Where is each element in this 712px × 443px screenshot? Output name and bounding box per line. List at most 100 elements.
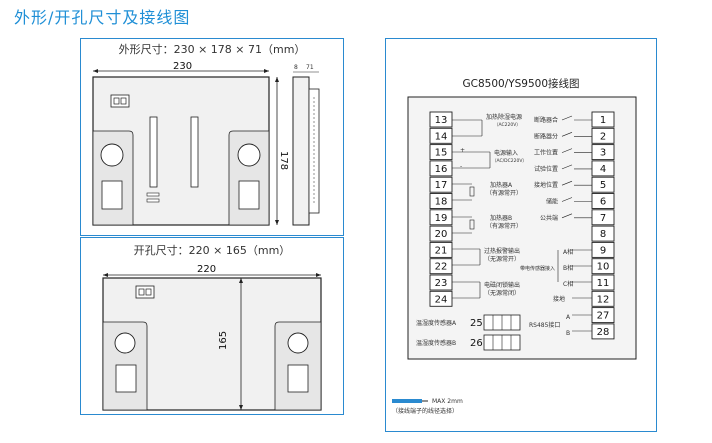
cutout-height-label: 165 bbox=[218, 331, 229, 350]
cutout-left-indicator bbox=[115, 364, 137, 393]
right-terminal bbox=[591, 144, 615, 161]
outline-caption: 外形尺寸：230 × 178 × 71（mm） bbox=[118, 43, 306, 56]
rs485-label: RS485接口 bbox=[529, 321, 560, 329]
left-terminal-number: 16 bbox=[435, 164, 448, 175]
wiring-drawing: GC8500/YS9500接线图 13141516171819202122232… bbox=[392, 77, 637, 415]
sensor-b-connector bbox=[483, 334, 521, 351]
right-signal-label: 试验位置 bbox=[534, 165, 558, 173]
switch-contact bbox=[561, 197, 573, 202]
wire-gauge-icon bbox=[392, 399, 422, 403]
right-terminal bbox=[591, 176, 615, 193]
right-terminal bbox=[591, 290, 615, 307]
right-terminal-number: 3 bbox=[600, 148, 606, 159]
left-terminal-number: 19 bbox=[435, 213, 448, 224]
right-terminal-number: 7 bbox=[600, 213, 606, 224]
outline-side-view bbox=[292, 76, 310, 226]
right-terminal-number: 9 bbox=[600, 245, 606, 256]
left-terminal bbox=[429, 258, 453, 275]
left-terminal-number: 14 bbox=[435, 131, 448, 142]
ground-label: 接地 bbox=[553, 295, 565, 303]
sensor-a-port: 25 bbox=[470, 318, 483, 329]
power-input-sub: （AC/DC220V） bbox=[492, 158, 527, 164]
right-terminal-number: 8 bbox=[600, 229, 606, 240]
heater-b-sub: （有源常开） bbox=[486, 222, 522, 230]
right-terminal-number: 4 bbox=[600, 164, 606, 175]
phase-c-label: C相 bbox=[563, 280, 573, 288]
right-terminal-number: 10 bbox=[597, 262, 610, 273]
right-terminal-number: 6 bbox=[600, 197, 606, 208]
cutout-caption: 开孔尺寸：220 × 165（mm） bbox=[133, 244, 291, 257]
em-lock-sub: （无源常闭） bbox=[484, 289, 520, 297]
left-terminal bbox=[429, 160, 453, 177]
right-terminal bbox=[591, 225, 615, 242]
page-title: 外形/开孔尺寸及接线图 bbox=[14, 8, 191, 27]
side-depth-label: 71 bbox=[306, 64, 314, 71]
switch-contact bbox=[561, 148, 573, 153]
switch-contact bbox=[561, 132, 573, 137]
switch-contact bbox=[561, 115, 573, 121]
left-terminal-number: 15 bbox=[435, 148, 448, 159]
wire-note-max: MAX 2mm bbox=[432, 398, 463, 405]
side-top-label: 8 bbox=[294, 64, 298, 71]
left-terminal bbox=[429, 111, 453, 128]
heater-a-label: 加热器A bbox=[490, 181, 513, 189]
left-terminal-number: 24 bbox=[435, 294, 448, 305]
left-terminal-number: 22 bbox=[435, 262, 448, 273]
em-lock-label: 电磁闭锁输出 bbox=[484, 281, 520, 289]
left-terminal-number: 21 bbox=[435, 245, 448, 256]
phase-b-label: B相 bbox=[563, 264, 573, 272]
right-terminal-number: 28 bbox=[597, 327, 610, 338]
left-terminal-number: 13 bbox=[435, 115, 448, 126]
left-indicator bbox=[101, 180, 123, 210]
sensor-b-port: 26 bbox=[470, 338, 483, 349]
cutout-right-knob bbox=[287, 332, 309, 354]
outline-dimensions-panel: 外形尺寸：230 × 178 × 71（mm） 230 178 bbox=[80, 38, 344, 236]
right-terminal bbox=[591, 127, 615, 144]
switch-contact bbox=[561, 164, 573, 170]
rs485-b-label: B bbox=[566, 330, 570, 337]
right-terminal bbox=[591, 274, 615, 291]
phase-a-label: A相 bbox=[563, 248, 573, 256]
right-terminal-number: 11 bbox=[597, 278, 610, 289]
right-signal-label: 接地位置 bbox=[534, 181, 558, 189]
power-plus-label: + bbox=[460, 147, 465, 154]
wiring-title: GC8500/YS9500接线图 bbox=[462, 77, 579, 90]
overheat-alarm-sub: （无源常开） bbox=[484, 255, 520, 263]
left-terminal-number: 20 bbox=[435, 229, 448, 240]
sensor-a-connector bbox=[483, 314, 521, 331]
left-terminal bbox=[429, 241, 453, 258]
right-terminal bbox=[591, 160, 615, 177]
right-signal-label: 公共端 bbox=[540, 214, 558, 222]
left-knob bbox=[100, 143, 124, 167]
outline-drawing: 230 178 8 71 bbox=[92, 61, 320, 226]
right-terminal-number: 1 bbox=[600, 115, 606, 126]
power-input-label: 电源输入 bbox=[494, 149, 518, 157]
right-terminal bbox=[591, 209, 615, 226]
left-terminal bbox=[429, 274, 453, 291]
right-indicator bbox=[238, 180, 260, 210]
right-terminal-number: 12 bbox=[597, 294, 610, 305]
right-signal-label: 工作位置 bbox=[534, 149, 558, 157]
switch-contact bbox=[561, 213, 573, 219]
cutout-right-indicator bbox=[287, 364, 309, 393]
cutout-dimensions-panel: 开孔尺寸：220 × 165（mm） 220 165 bbox=[80, 237, 344, 415]
live-sensor-label: 带电传感器接入 bbox=[520, 265, 555, 272]
overheat-alarm-label: 过热报警输出 bbox=[484, 247, 520, 255]
right-terminal-number: 27 bbox=[597, 311, 610, 322]
outline-width-label: 230 bbox=[173, 61, 192, 72]
outline-height-label: 178 bbox=[278, 151, 289, 170]
right-signal-label: 储能 bbox=[546, 198, 558, 206]
left-terminal bbox=[429, 193, 453, 209]
right-terminal bbox=[591, 323, 615, 340]
power-minus-label: - bbox=[460, 163, 462, 170]
right-signal-label: 断路器合 bbox=[534, 116, 558, 124]
cutout-drawing: 220 165 bbox=[102, 264, 322, 411]
vertical-slot-left bbox=[149, 116, 158, 188]
cutout-width-label: 220 bbox=[197, 264, 216, 275]
right-signal-label: 断路器分 bbox=[534, 132, 558, 140]
heater-a-sub: （有源常开） bbox=[486, 189, 522, 197]
heat-power-label: 加热除湿电源 bbox=[486, 113, 522, 121]
left-terminal-number: 18 bbox=[435, 197, 448, 208]
